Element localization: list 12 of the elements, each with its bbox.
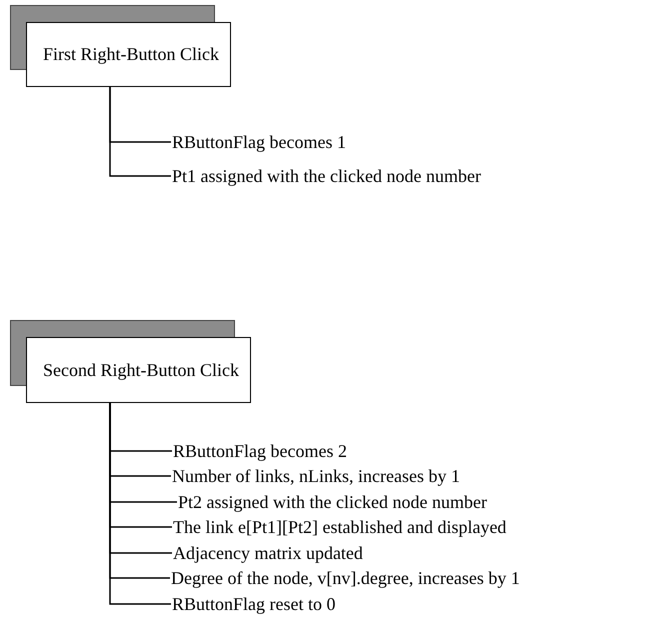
- step-text: Pt1 assigned with the clicked node number: [172, 164, 481, 188]
- step-text: Degree of the node, v[nv].degree, increases by 1: [171, 566, 520, 590]
- step-text: RButtonFlag becomes 1: [172, 130, 346, 154]
- step-text: RButtonFlag reset to 0: [172, 592, 336, 616]
- step-text: Number of links, nLinks, increases by 1: [172, 464, 460, 488]
- step-text: RButtonFlag becomes 2: [173, 439, 347, 463]
- step-text: Pt2 assigned with the clicked node number: [178, 490, 487, 514]
- title-box: Second Right-Button Click: [26, 337, 251, 403]
- connector-line: [109, 87, 171, 177]
- step-text: The link e[Pt1][Pt2] established and displayed: [173, 515, 506, 539]
- title-box: First Right-Button Click: [26, 22, 231, 87]
- step-text: Adjacency matrix updated: [173, 541, 363, 565]
